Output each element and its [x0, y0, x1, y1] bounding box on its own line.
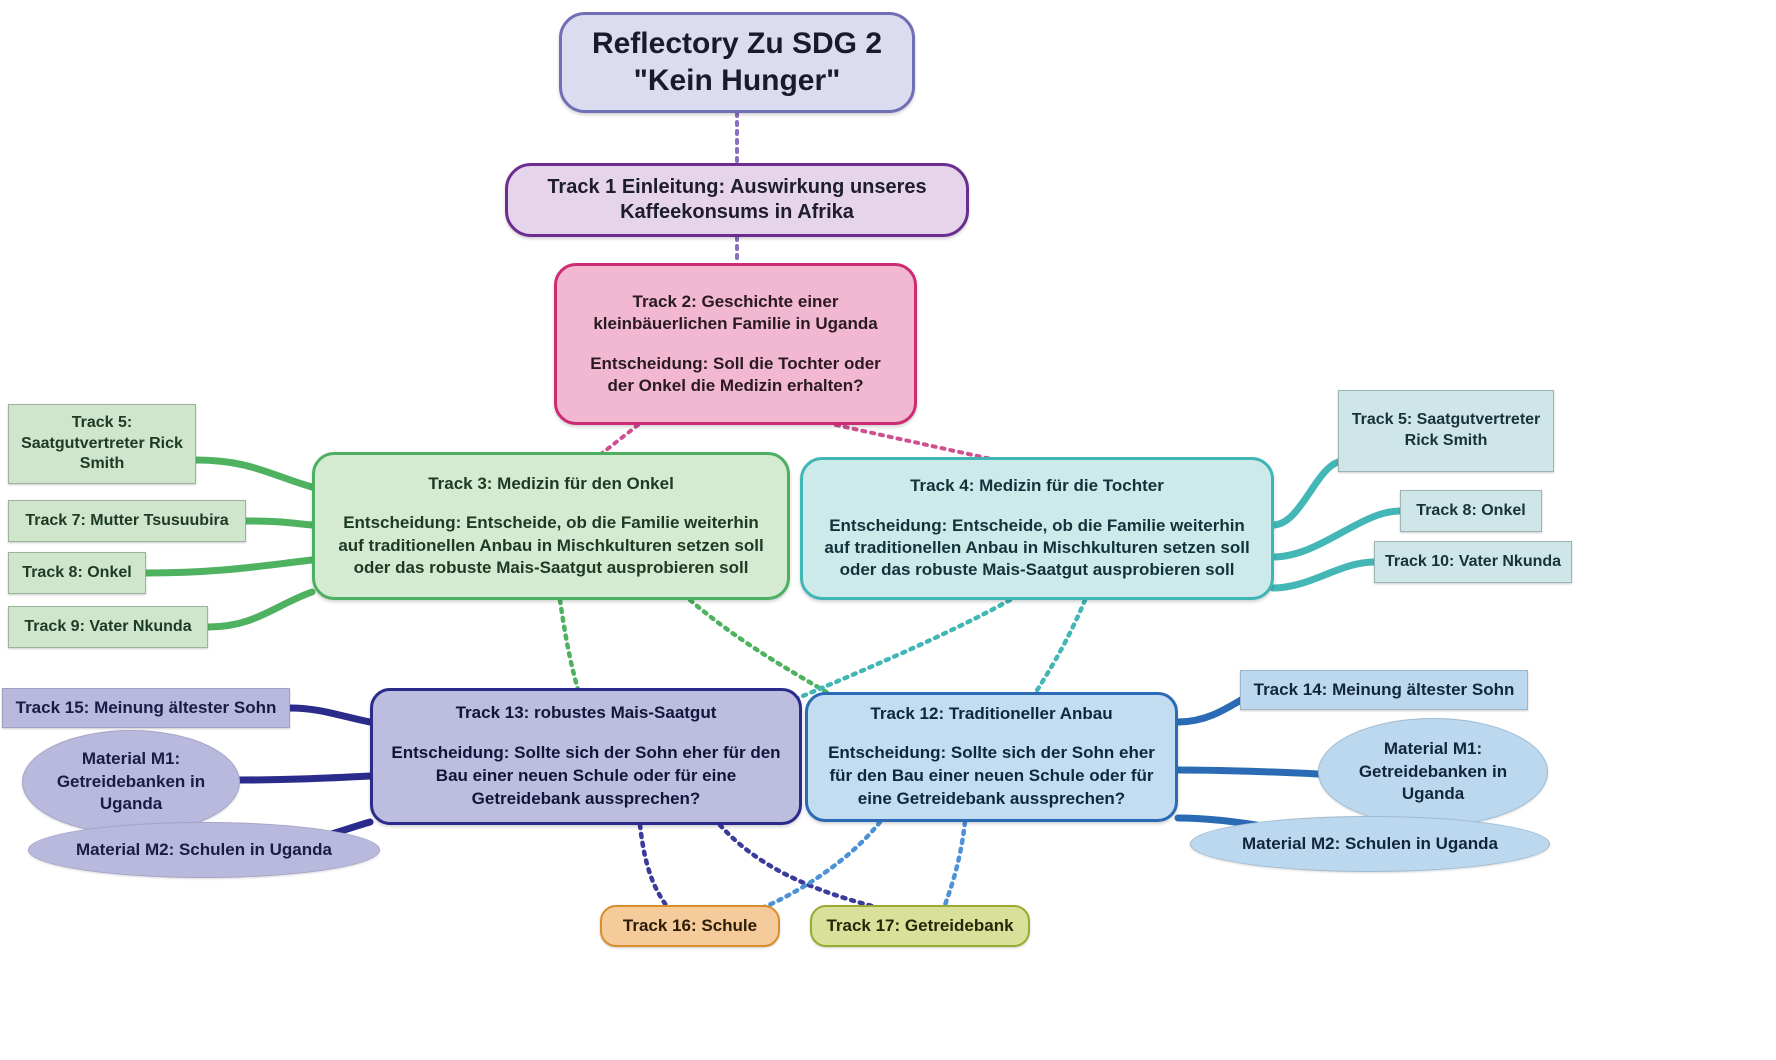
material-m1-right-label: Material M1: Getreidebanken in Uganda: [1358, 739, 1508, 804]
track16-label: Track 16: Schule: [622, 916, 758, 935]
node-track-5-left[interactable]: Track 5: Saatgutvertreter Rick Smith: [8, 404, 196, 484]
track4-decision: Entscheidung: Entscheide, ob die Familie…: [824, 515, 1250, 580]
node-track-12[interactable]: Track 12: Traditioneller Anbau Entscheid…: [805, 692, 1178, 822]
track8-right-label: Track 8: Onkel: [1416, 501, 1526, 519]
edge-track13-track17: [717, 822, 883, 911]
node-material-m1-left[interactable]: Material M1: Getreidebanken in Uganda: [22, 730, 240, 834]
node-track-8-left[interactable]: Track 8: Onkel: [8, 552, 146, 594]
track10-right-label: Track 10: Vater Nkunda: [1384, 552, 1562, 570]
track9-left-label: Track 9: Vater Nkunda: [24, 617, 192, 635]
node-track-10-right[interactable]: Track 10: Vater Nkunda: [1374, 541, 1572, 583]
edge-track4-track5r: [1269, 458, 1342, 529]
node-track-15[interactable]: Track 15: Meinung ältester Sohn: [2, 688, 290, 728]
node-track-17[interactable]: Track 17: Getreidebank: [810, 905, 1030, 947]
node-track-13[interactable]: Track 13: robustes Mais-Saatgut Entschei…: [370, 688, 802, 825]
track3-decision: Entscheidung: Entscheide, ob die Familie…: [338, 513, 764, 577]
node-track-3[interactable]: Track 3: Medizin für den Onkel Entscheid…: [312, 452, 790, 600]
track14-label: Track 14: Meinung ältester Sohn: [1253, 679, 1515, 699]
track13-heading: Track 13: robustes Mais-Saatgut: [455, 703, 717, 723]
track1-line1: Track 1 Einleitung: Auswirkung unseres: [547, 176, 927, 198]
node-material-m2-left[interactable]: Material M2: Schulen in Uganda: [28, 822, 380, 878]
edge-track3-track5: [192, 456, 316, 491]
track2-decision: Entscheidung: Soll die Tochter oder der …: [590, 353, 881, 395]
edge-track4-track10r: [1269, 558, 1378, 592]
node-track-4[interactable]: Track 4: Medizin für die Tochter Entsche…: [800, 457, 1274, 600]
material-m1-left-label: Material M1: Getreidebanken in Uganda: [56, 749, 206, 814]
node-material-m1-right[interactable]: Material M1: Getreidebanken in Uganda: [1318, 718, 1548, 826]
node-root[interactable]: Reflectory Zu SDG 2 "Kein Hunger": [559, 12, 915, 113]
root-title-line2: "Kein Hunger": [633, 63, 841, 97]
track2-heading: Track 2: Geschichte einer kleinbäuerlich…: [593, 292, 878, 334]
node-track-16[interactable]: Track 16: Schule: [600, 905, 780, 947]
edge-track12-track17: [941, 819, 968, 911]
node-track-9-left[interactable]: Track 9: Vater Nkunda: [8, 606, 208, 648]
node-track-7-left[interactable]: Track 7: Mutter Tsusuubira: [8, 500, 246, 542]
edge-track13-track15: [286, 704, 374, 726]
edge-track3-track7: [242, 517, 316, 529]
material-m2-left-label: Material M2: Schulen in Uganda: [76, 839, 332, 859]
track1-line2: Kaffeekonsums in Afrika: [620, 201, 854, 223]
node-track-1[interactable]: Track 1 Einleitung: Auswirkung unseres K…: [505, 163, 969, 237]
edge-track12-track16: [759, 819, 883, 911]
edge-track13-track16: [637, 822, 671, 911]
node-track-2[interactable]: Track 2: Geschichte einer kleinbäuerlich…: [554, 263, 917, 425]
track5-right-label: Track 5: Saatgutvertreter Rick Smith: [1351, 411, 1541, 449]
track5-left-label: Track 5: Saatgutvertreter Rick Smith: [21, 413, 183, 473]
edge-track3-track9: [204, 588, 316, 631]
root-title-line1: Reflectory Zu SDG 2: [591, 26, 883, 60]
node-track-14[interactable]: Track 14: Meinung ältester Sohn: [1240, 670, 1528, 710]
track12-heading: Track 12: Traditioneller Anbau: [870, 704, 1113, 723]
material-m2-right-label: Material M2: Schulen in Uganda: [1242, 833, 1498, 853]
edge-track12-m1r: [1174, 766, 1322, 778]
track13-decision: Entscheidung: Sollte sich der Sohn eher …: [391, 743, 781, 808]
node-track-8-right[interactable]: Track 8: Onkel: [1400, 490, 1542, 532]
track3-heading: Track 3: Medizin für den Onkel: [428, 473, 674, 493]
edge-track3-track8: [142, 556, 316, 577]
track15-label: Track 15: Meinung ältester Sohn: [15, 697, 277, 717]
track7-left-label: Track 7: Mutter Tsusuubira: [25, 511, 229, 529]
track12-decision: Entscheidung: Sollte sich der Sohn eher …: [828, 743, 1155, 809]
track17-label: Track 17: Getreidebank: [826, 916, 1014, 935]
track8-left-label: Track 8: Onkel: [22, 563, 132, 581]
track4-heading: Track 4: Medizin für die Tochter: [910, 476, 1164, 496]
node-track-5-right[interactable]: Track 5: Saatgutvertreter Rick Smith: [1338, 390, 1554, 472]
node-material-m2-right[interactable]: Material M2: Schulen in Uganda: [1190, 816, 1550, 872]
edge-track13-m1: [236, 772, 374, 784]
